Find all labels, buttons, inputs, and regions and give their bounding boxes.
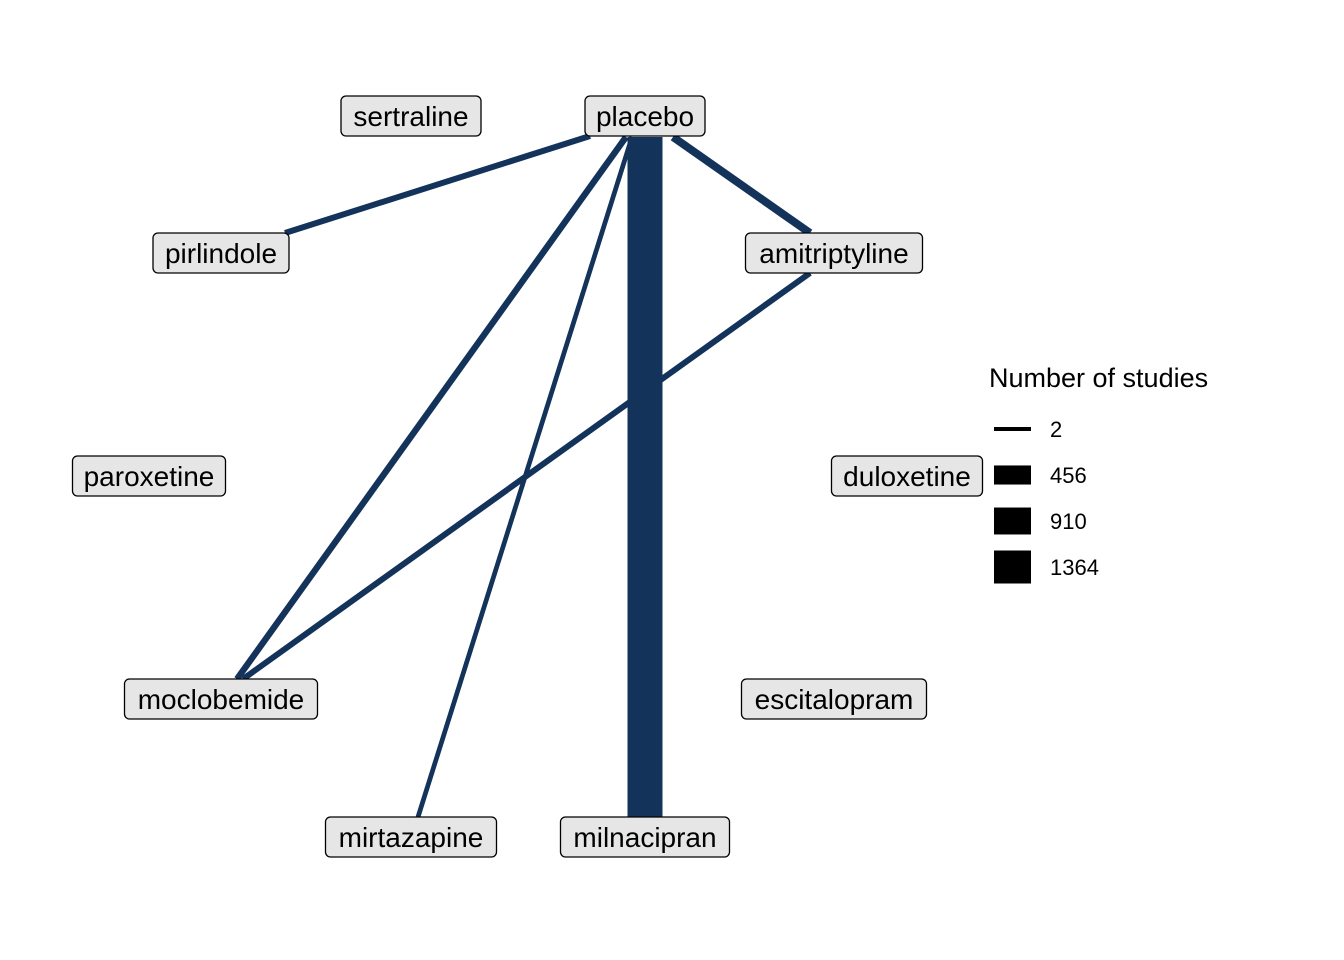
- node-box-amitriptyline: [744, 232, 924, 274]
- node-label-placebo: placebo: [596, 101, 694, 132]
- node-milnacipran: milnacipran: [559, 816, 731, 858]
- node-duloxetine: duloxetine: [830, 455, 984, 497]
- node-pirlindole: pirlindole: [152, 232, 290, 274]
- legend-label: 1364: [1050, 555, 1099, 580]
- node-placebo: placebo: [584, 95, 706, 137]
- legend-key: [994, 427, 1031, 431]
- node-label-sertraline: sertraline: [353, 101, 468, 132]
- legend-label: 910: [1050, 509, 1087, 534]
- node-box-escitalopram: [740, 678, 928, 720]
- legend-item: 1364: [994, 550, 1099, 584]
- node-moclobemide: moclobemide: [123, 678, 319, 720]
- edge-placebo-pirlindole: [284, 133, 591, 236]
- edge-placebo-moclobemide: [234, 135, 629, 681]
- node-label-moclobemide: moclobemide: [138, 684, 305, 715]
- node-label-paroxetine: paroxetine: [84, 461, 215, 492]
- node-sertraline: sertraline: [340, 95, 482, 137]
- legend-label: 456: [1050, 463, 1087, 488]
- node-label-escitalopram: escitalopram: [755, 684, 914, 715]
- node-box-mirtazapine: [324, 816, 498, 858]
- edge-placebo-amitriptyline: [670, 133, 813, 237]
- node-paroxetine: paroxetine: [71, 455, 227, 497]
- node-box-paroxetine: [71, 455, 227, 497]
- nodes-layer: sertraline placebo pirlindole amitriptyline…: [71, 95, 984, 858]
- node-label-duloxetine: duloxetine: [843, 461, 971, 492]
- node-label-amitriptyline: amitriptyline: [759, 238, 908, 269]
- legend-title: Number of studies: [989, 363, 1208, 393]
- node-mirtazapine: mirtazapine: [324, 816, 498, 858]
- legend: Number of studies 2 456 910 1364: [989, 363, 1208, 584]
- legend-label: 2: [1050, 417, 1062, 442]
- node-amitriptyline: amitriptyline: [744, 232, 924, 274]
- legend-items: 2 456 910 1364: [994, 417, 1099, 584]
- edge-placebo-mirtazapine: [415, 136, 635, 818]
- node-box-placebo: [584, 95, 706, 137]
- node-box-milnacipran: [559, 816, 731, 858]
- node-label-pirlindole: pirlindole: [165, 238, 277, 269]
- legend-key: [994, 550, 1031, 584]
- legend-item: 2: [994, 417, 1062, 442]
- node-escitalopram: escitalopram: [740, 678, 928, 720]
- legend-item: 910: [994, 507, 1087, 535]
- edges-layer: [234, 133, 813, 818]
- node-box-pirlindole: [152, 232, 290, 274]
- legend-key: [994, 507, 1031, 535]
- node-box-moclobemide: [123, 678, 319, 720]
- node-box-duloxetine: [830, 455, 984, 497]
- legend-item: 456: [994, 463, 1087, 488]
- node-label-mirtazapine: mirtazapine: [339, 822, 484, 853]
- node-box-sertraline: [340, 95, 482, 137]
- node-label-milnacipran: milnacipran: [573, 822, 716, 853]
- legend-key: [994, 465, 1031, 485]
